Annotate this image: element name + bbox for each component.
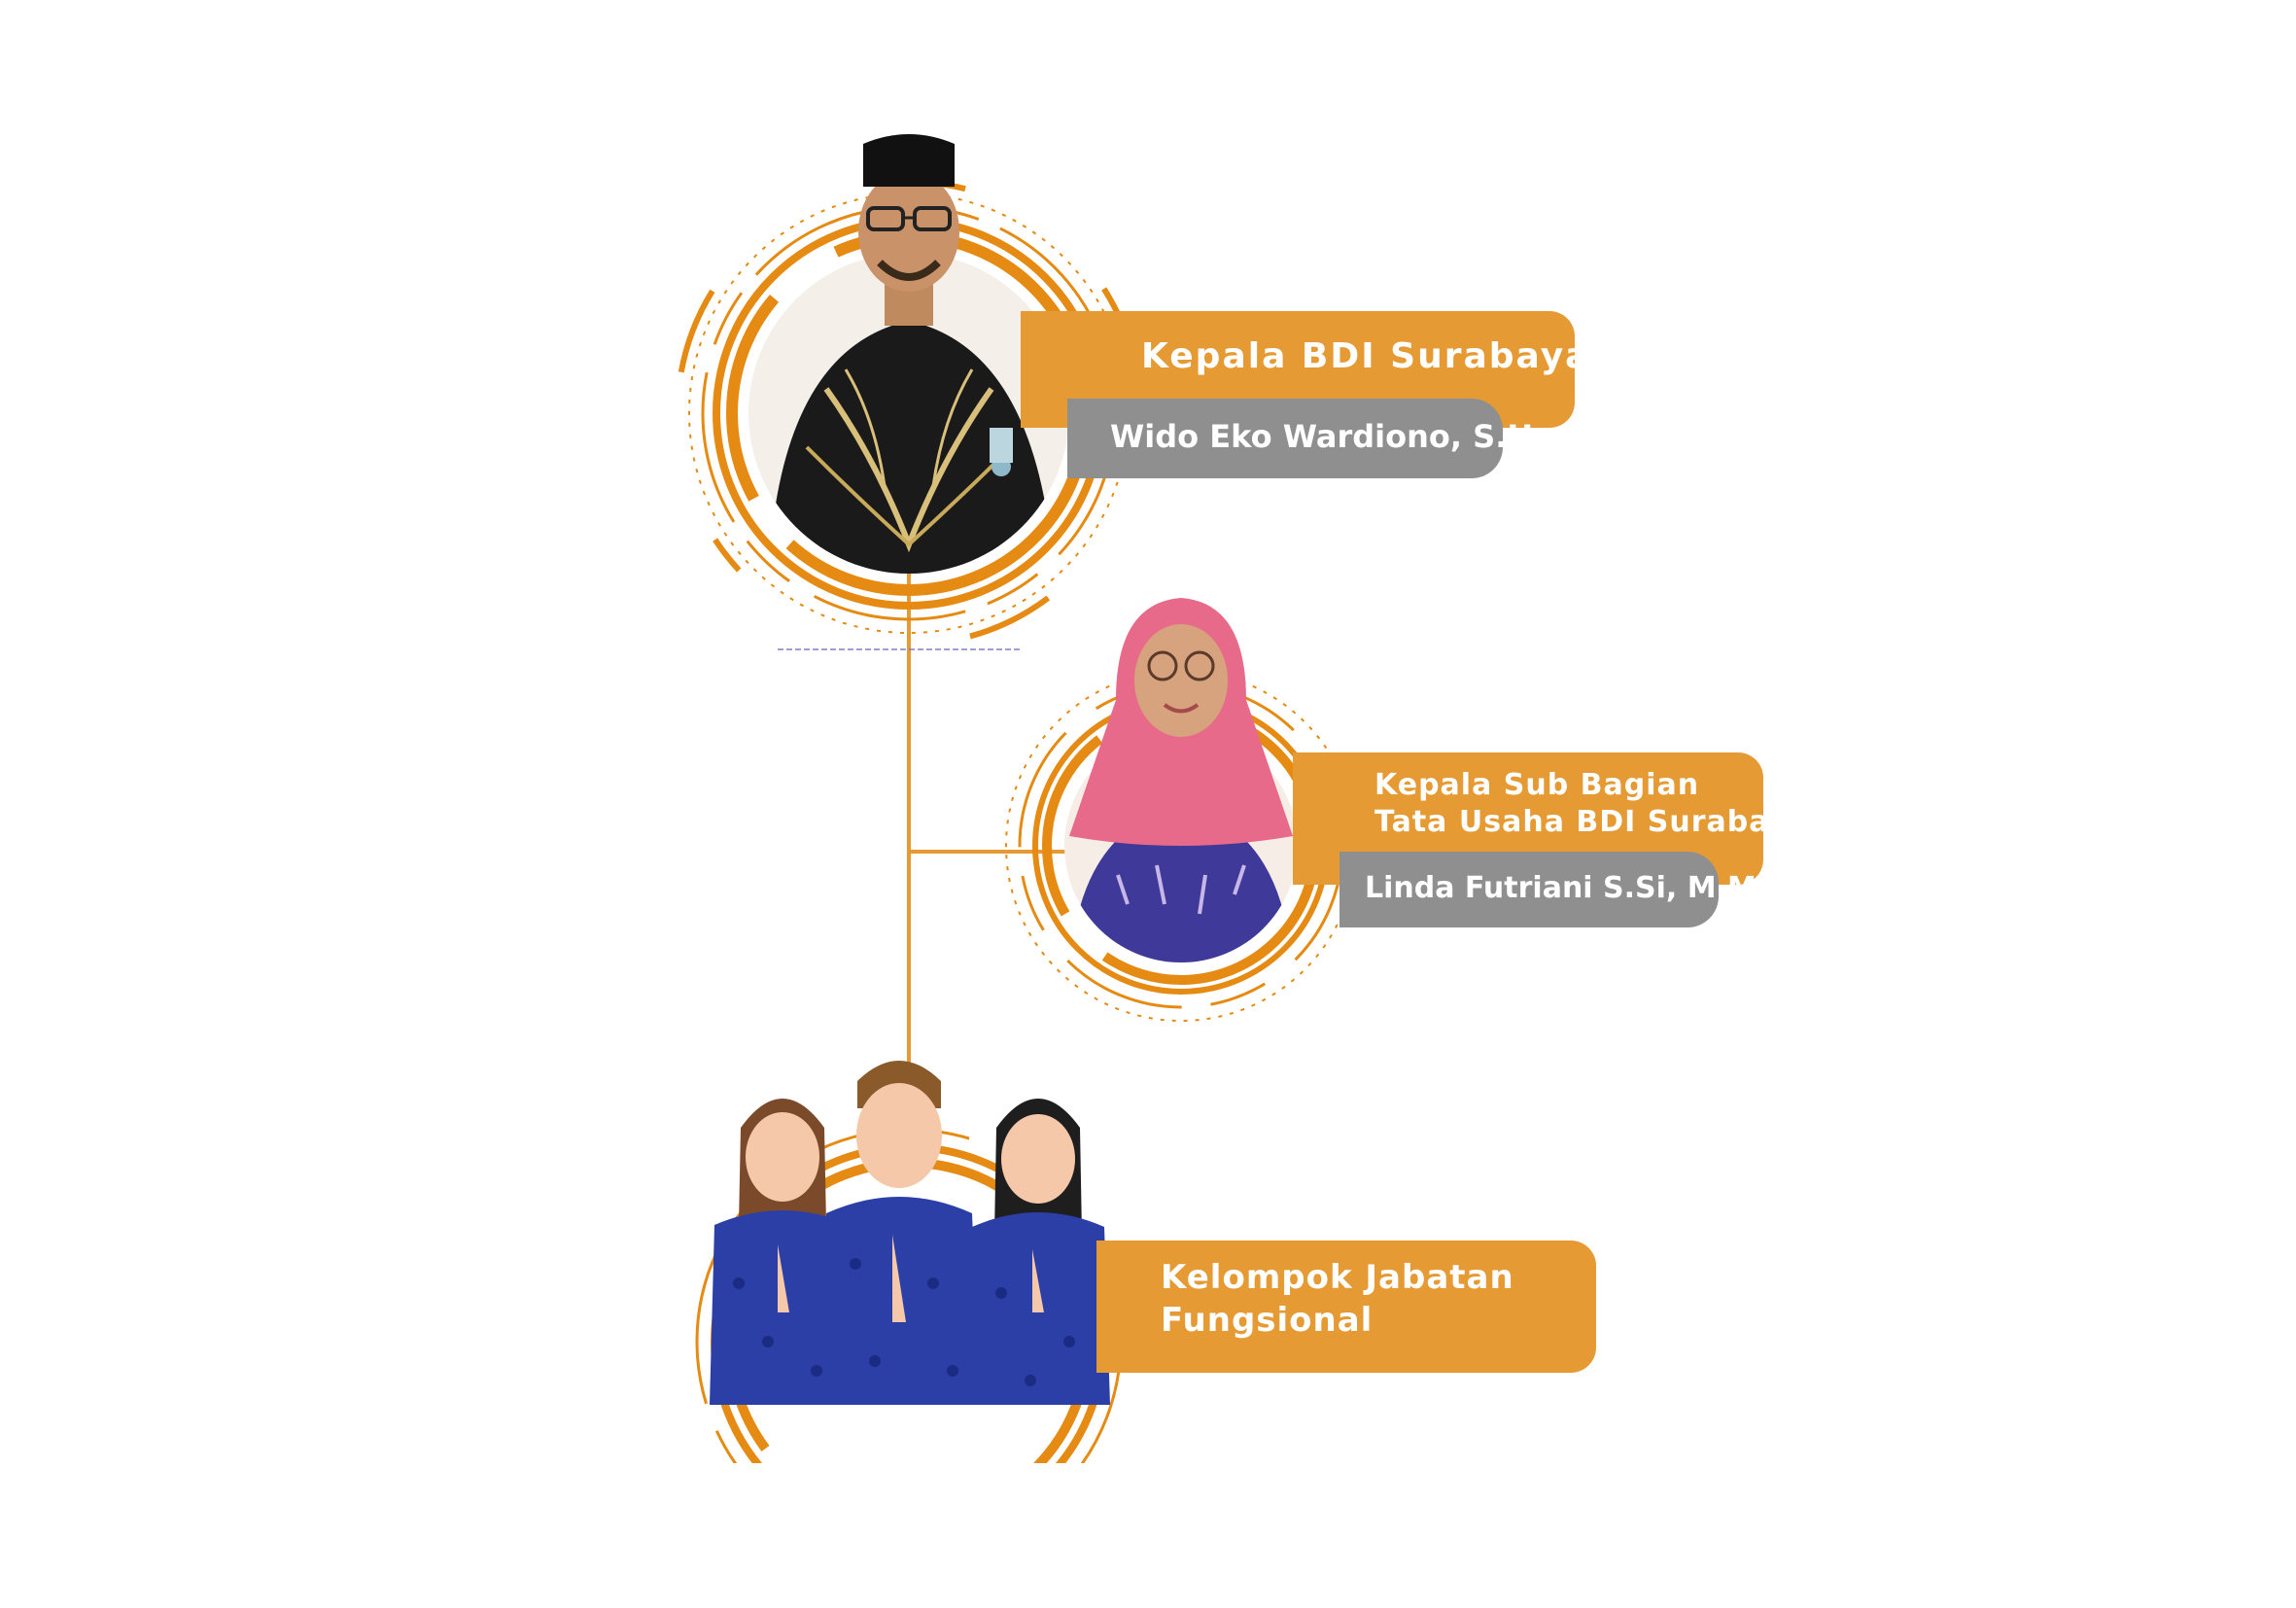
- connector-lines: [778, 574, 1081, 1087]
- head-face: [858, 134, 959, 292]
- sub-name-text: Linda Futriani S.Si, M.M: [1365, 871, 1757, 905]
- group-title-line1: Kelompok Jabatan: [1161, 1258, 1514, 1297]
- sub-name-label: Linda Futriani S.Si, M.M: [1339, 852, 1757, 927]
- head-name-label: Wido Eko Wardiono, S.H.: [1067, 399, 1545, 478]
- head-name-text: Wido Eko Wardiono, S.H.: [1110, 418, 1546, 455]
- sub-title-line1: Kepala Sub Bagian: [1374, 768, 1700, 802]
- staff-illustration: [710, 1061, 1110, 1405]
- group-title-label: Kelompok Jabatan Fungsional: [1096, 1241, 1596, 1373]
- group-title-line2: Fungsional: [1161, 1301, 1374, 1340]
- sub-title-line2: Tata Usaha BDI Surabaya: [1374, 805, 1810, 839]
- head-title-text: Kepala BDI Surabaya: [1141, 336, 1591, 376]
- sub-face: [1069, 598, 1293, 846]
